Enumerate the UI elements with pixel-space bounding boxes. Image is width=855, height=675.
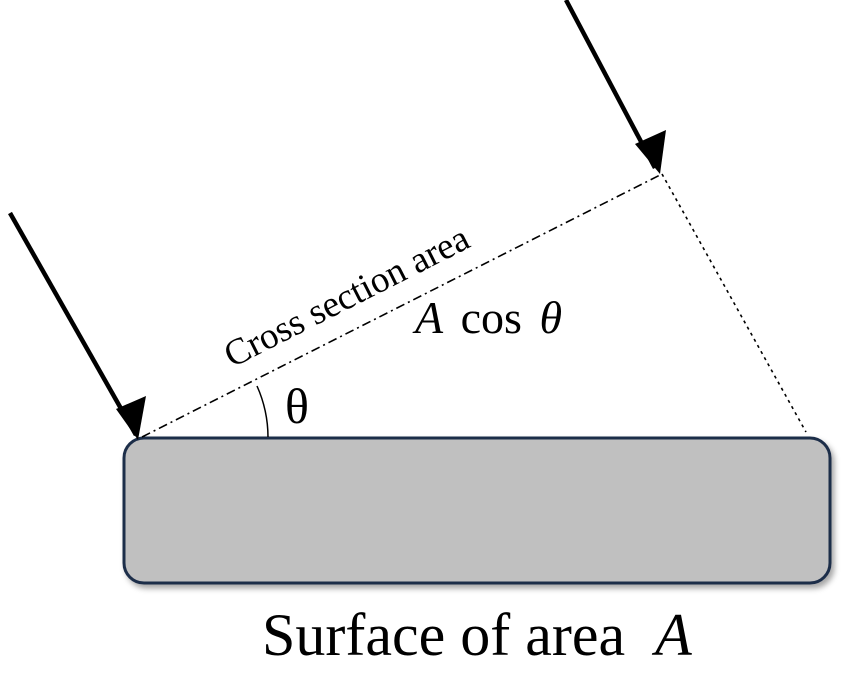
area-expression: A cos θ bbox=[412, 292, 562, 343]
surface-label: Surface of area A bbox=[262, 602, 692, 668]
area-expression-coefficient: A bbox=[412, 292, 444, 343]
area-expression-angle: θ bbox=[539, 292, 562, 343]
incident-ray-right-arrowhead bbox=[635, 130, 666, 174]
incident-ray-left-arrow bbox=[8, 211, 138, 437]
incident-ray-left-arrowhead bbox=[116, 396, 146, 440]
surface-label-variable: A bbox=[651, 602, 692, 668]
surface-label-text: Surface of area bbox=[262, 602, 640, 668]
surface-rectangle bbox=[122, 436, 832, 585]
projection-line bbox=[661, 173, 807, 433]
cross-section-line bbox=[141, 173, 663, 438]
angle-arc bbox=[256, 385, 269, 438]
angle-label: θ bbox=[285, 378, 309, 434]
area-expression-function: cos bbox=[461, 292, 522, 343]
incident-ray-right-arrow bbox=[564, 0, 657, 170]
